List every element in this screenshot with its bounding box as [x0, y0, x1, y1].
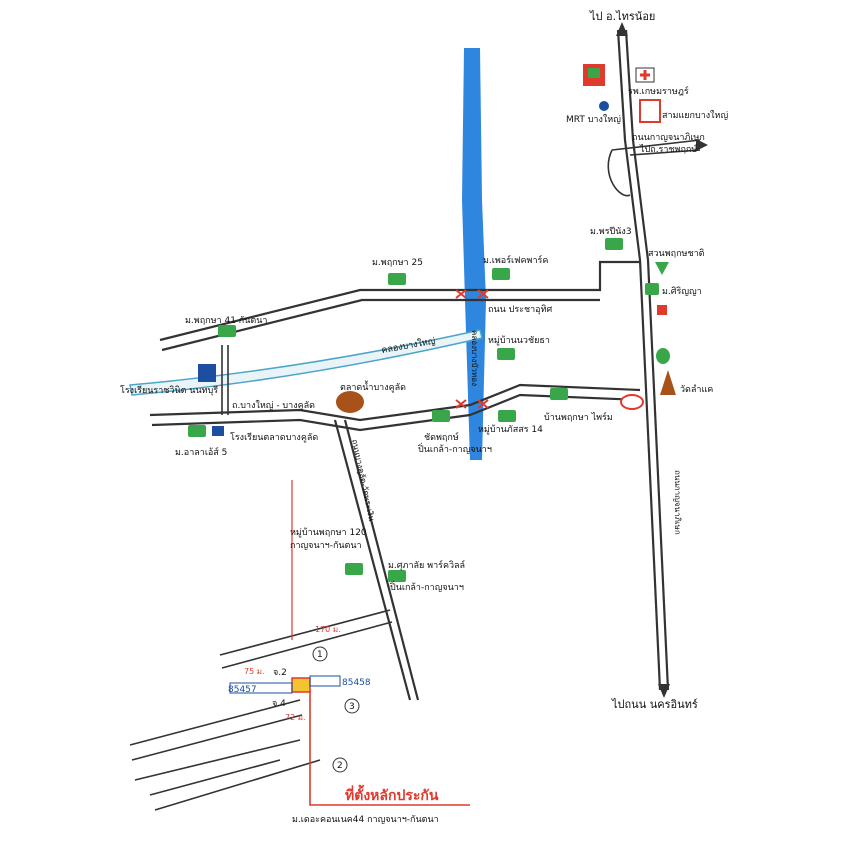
label-collateral: ที่ตั้งหลักประกัน	[345, 784, 439, 804]
plot-85457-box	[229, 682, 293, 694]
label-wat-lamkhae: วัดลำแค	[680, 384, 713, 395]
main-highway	[616, 29, 662, 691]
marker-3-circle	[344, 698, 360, 714]
prachautit-road	[159, 260, 640, 342]
label-intersection: สามแยกบางใหญ่	[662, 110, 728, 121]
label-bangkhu-soi: ถนนบางคูลัด-วัดพระเงิน	[349, 439, 376, 523]
label-m-supalai: ม.ศุภาลัย พาร์ควิลล์	[388, 559, 465, 571]
house-icon	[188, 238, 659, 582]
label-supalai-sub: ปิ่นเกล้า-กาญจนาฯ	[390, 580, 464, 593]
label-marker-3: 3	[349, 702, 355, 712]
label-school-wat: โรงเรียนราชวินิต นนทบุรี	[120, 385, 218, 396]
label-distance-170: 170 ม.	[315, 625, 341, 634]
bangkhu-soi	[333, 419, 412, 701]
label-plot-85457: 85457	[228, 685, 257, 695]
label-to-nonthaburi: ไปถนน นครอินทร์	[611, 698, 698, 711]
school-icon	[198, 364, 216, 382]
collateral-plot	[291, 677, 311, 693]
local-road-1	[219, 609, 391, 656]
label-m-pruksa3: ม.พรปีนัง3	[590, 226, 632, 237]
label-village-nawachai: หมู่บ้านนวชัยธา	[488, 335, 550, 346]
bangkhu-road	[149, 383, 641, 422]
bangkhu-soi-2	[343, 419, 420, 701]
bangkhu-road-2	[151, 393, 641, 432]
label-distance-75: 75 ม.	[244, 667, 265, 676]
label-marker-2: 2	[337, 761, 343, 771]
label-marker-1: 1	[317, 650, 323, 660]
interchange	[607, 139, 701, 197]
label-mrt: MRT บางใหญ่	[566, 114, 621, 125]
mall-icon	[639, 99, 661, 123]
label-to-sainoi: ไป อ.ไทรน้อย	[589, 10, 655, 23]
label-distance-72: 72 ม.	[285, 713, 306, 722]
marker-2-circle	[332, 757, 348, 773]
label-floating-market: ตลาดน้ำบางคูลัด	[340, 380, 406, 393]
marker-1-circle	[312, 646, 328, 662]
local-road-4	[149, 759, 321, 811]
bridge-icon	[455, 289, 489, 409]
main-highway-2	[624, 29, 670, 691]
suzuki-icon	[657, 305, 667, 315]
logo-inner-icon	[588, 68, 600, 78]
local-road-2	[221, 621, 393, 669]
label-chatphruk: ชัดพฤกษ์	[424, 431, 459, 443]
label-prachautit-road: ถนน ประชาอุทิศ	[488, 304, 552, 315]
arrow-up-icon	[616, 22, 628, 36]
label-phruksa120-sub: กาญจนาฯ-กันตนา	[290, 541, 362, 551]
local-road-3	[129, 699, 303, 781]
gas-station-icon	[656, 348, 670, 364]
label-suan-phruksachat: สวนพฤกษชาติ	[648, 248, 705, 259]
collateral-pointer-line	[309, 690, 470, 806]
tree-icon	[655, 262, 669, 275]
school-small-icon	[212, 426, 224, 436]
label-plot-85458: 85458	[342, 678, 371, 688]
arrow-down-icon	[658, 684, 670, 698]
hospital-cross-icon	[640, 70, 650, 80]
label-village-phruksa120: หมู่บ้านพฤกษา 120	[290, 527, 367, 538]
label-m-sirinya: ม.ศิริญญา	[662, 286, 702, 297]
label-hospital: รพ.เกษมราษฎร์	[628, 85, 689, 97]
label-kanchana-road: ถนนกาญจนาภิเษก	[632, 132, 705, 143]
label-village-14: หมู่บ้านภัสสร 14	[478, 424, 543, 435]
label-school-bangkhu: โรงเรียนตลาดบางคูลัด	[230, 432, 318, 443]
market-basket-icon	[336, 391, 364, 413]
river	[462, 48, 486, 460]
temple-icon	[660, 370, 676, 395]
label-bangkhu-road: ถ.บางใหญ่ - บางคูลัด	[232, 400, 315, 411]
mrt-icon	[599, 101, 609, 111]
label-klong-bangkhu: คลองบางบัวทอง	[470, 330, 479, 386]
label-m-perfect-park: ม.เพอร์เฟคพาร์ค	[483, 254, 548, 266]
label-point-2: จ.2	[273, 668, 287, 678]
label-m-chaba: ม.อาลาเอ้ส์ 5	[175, 446, 227, 458]
label-point-4: จ.4	[272, 699, 286, 709]
school-road	[221, 345, 229, 415]
label-collateral-sub: ม.เดอะคอนเนค44 กาญจนาฯ-กันตนา	[292, 815, 439, 825]
label-m-phruksa41: ม.พฤกษา 41 กันตนา	[185, 316, 267, 326]
plot-85458-box	[309, 675, 341, 687]
label-nakhon-in: ถนนกาญจนาภิเษก	[673, 470, 682, 535]
label-village-phruksa-town: บ้านพฤกษา ไพร์ม	[544, 411, 613, 423]
label-to-ratchaphruek: ไปถ.ราชพฤกษ์	[639, 143, 698, 155]
toyota-icon	[620, 394, 644, 410]
arrow-right-icon	[696, 139, 708, 151]
label-chatphruk-sub: ปิ่นเกล้า-กาญจนาฯ	[418, 442, 492, 455]
label-m-phruksa25: ม.พฤกษา 25	[372, 258, 423, 268]
